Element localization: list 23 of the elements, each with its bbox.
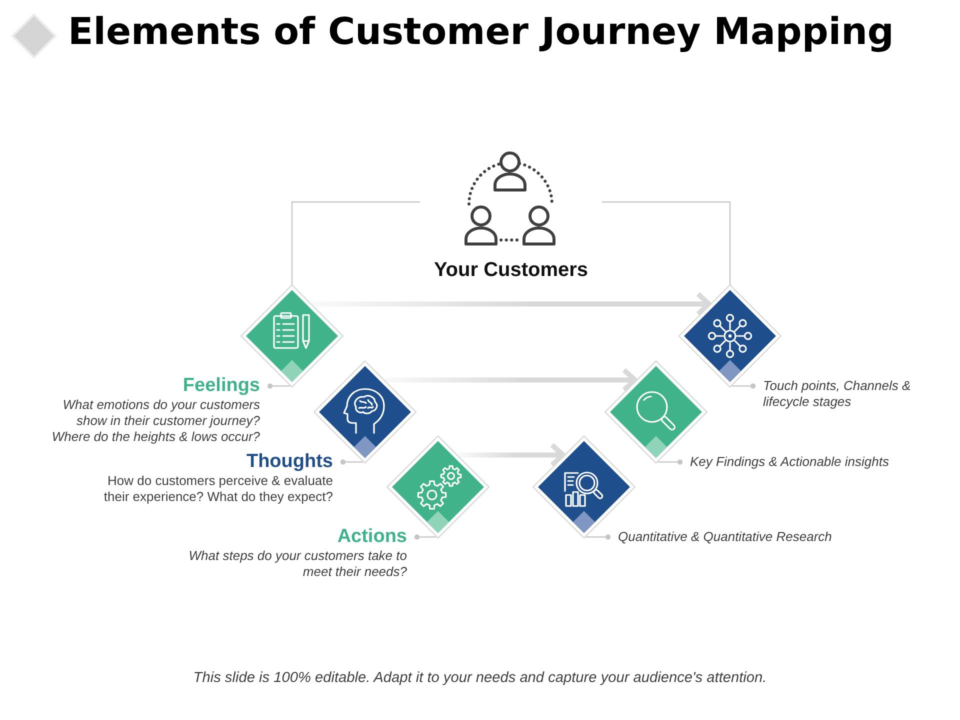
connector-line bbox=[602, 201, 731, 285]
leader-line bbox=[267, 383, 290, 389]
description-text: Key Findings & Actionable insights bbox=[690, 454, 889, 470]
arrow bbox=[312, 292, 712, 316]
connector-line bbox=[291, 201, 420, 285]
description-text: What emotions do your customers show in their customer journey? Where do the heights & lows occur? bbox=[50, 397, 260, 445]
heading-text: Your Customers bbox=[434, 258, 588, 282]
description-text: What steps do your customers take to meet their needs? bbox=[188, 548, 407, 580]
leader-line bbox=[586, 534, 611, 540]
slide-title: Elements of Customer Journey Mapping bbox=[68, 10, 894, 54]
arrow bbox=[458, 442, 566, 468]
leader-line bbox=[732, 383, 756, 389]
leader-line bbox=[414, 534, 436, 540]
heading-text: Actions bbox=[337, 526, 407, 548]
caption-text: This slide is 100% editable. Adapt it to your needs and capture your audience's attention. bbox=[193, 669, 767, 688]
arrow bbox=[385, 368, 638, 392]
leader-line bbox=[658, 459, 683, 465]
heading-text: Feelings bbox=[182, 375, 260, 397]
heading-text: Thoughts bbox=[246, 451, 333, 473]
description-text: How do customers perceive & evaluate their experience? What do they expect? bbox=[102, 473, 333, 505]
description-text: Touch points, Channels & lifecycle stages bbox=[763, 378, 912, 410]
description-text: Quantitative & Quantitative Research bbox=[618, 529, 832, 545]
leader-line bbox=[340, 459, 363, 465]
